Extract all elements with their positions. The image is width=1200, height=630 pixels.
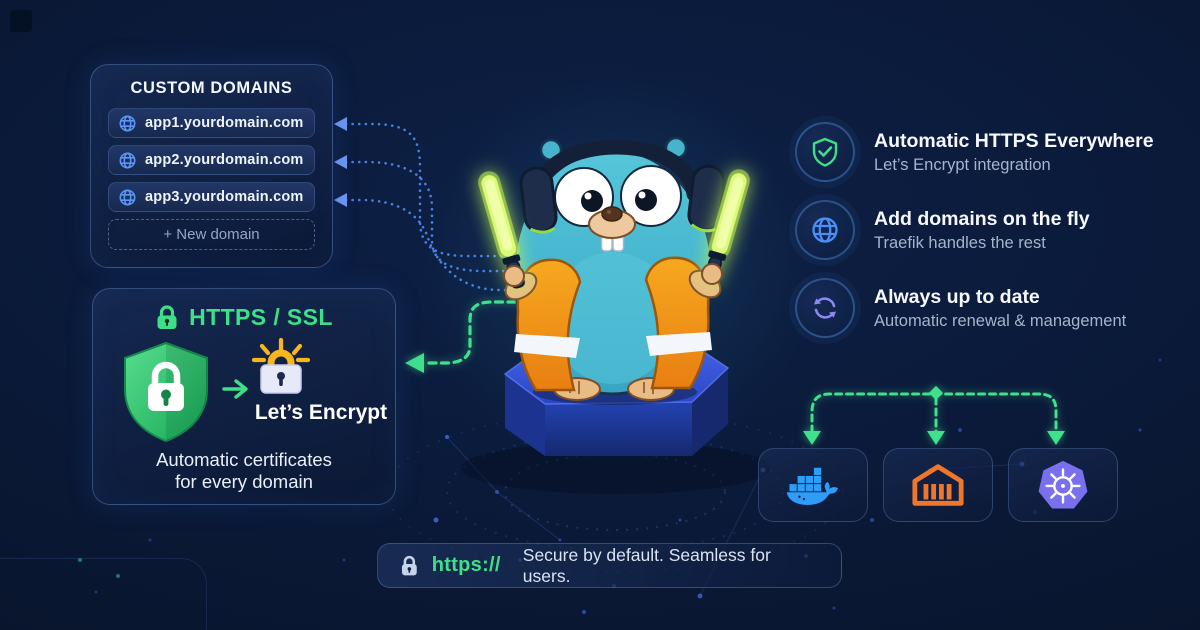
domain-row-app3[interactable]: app3.yourdomain.com (108, 182, 315, 212)
lock-icon (401, 555, 417, 576)
arrow-right-icon (222, 379, 248, 399)
https-status-bar: https:// Secure by default. Seamless for… (377, 543, 842, 588)
vest-reflective-stripe (514, 334, 580, 358)
lets-encrypt-label: Let’s Encrypt (254, 401, 388, 424)
kubernetes-card[interactable] (1008, 448, 1118, 522)
headphones (519, 139, 726, 234)
domain-label: app2.yourdomain.com (145, 152, 304, 168)
domain-label: app3.yourdomain.com (145, 189, 304, 205)
protocol-text: https:// (431, 554, 501, 576)
glow-stick-right (703, 169, 750, 285)
feature-title: Add domains on the fly (874, 207, 1090, 230)
shield-check-icon (795, 122, 855, 182)
safety-vest (514, 256, 712, 392)
gopher-hand (701, 263, 723, 285)
feature-subtitle: Let’s Encrypt integration (874, 155, 1051, 174)
gopher-muzzle (588, 206, 636, 252)
feature-title: Automatic HTTPS Everywhere (874, 129, 1154, 152)
shield-lock-icon (124, 341, 208, 443)
gopher-hand (503, 265, 525, 287)
custom-domains-panel: CUSTOM DOMAINS app1.yourdomain.com app2.… (90, 64, 333, 268)
domain-row-app2[interactable]: app2.yourdomain.com (108, 145, 315, 175)
ssl-caption: Automatic certificates for every domain (93, 449, 395, 493)
lets-encrypt-icon (251, 337, 311, 394)
docker-card[interactable] (758, 448, 868, 522)
background-frame-decoration (0, 558, 207, 630)
refresh-icon (795, 278, 855, 338)
feature-subtitle: Traefik handles the rest (874, 233, 1046, 252)
feature-list: Automatic HTTPS Everywhere Let’s Encrypt… (795, 122, 1154, 358)
corner-decoration (10, 10, 32, 32)
connector-blue-arrowheads (334, 117, 347, 207)
certificate-diagram: Let’s Encrypt (93, 335, 395, 449)
feature-item-renewal: Always up to date Automatic renewal & ma… (795, 278, 1154, 338)
feature-item-domains: Add domains on the fly Traefik handles t… (795, 200, 1154, 260)
lock-icon (157, 305, 177, 329)
domain-row-app1[interactable]: app1.yourdomain.com (108, 108, 315, 138)
globe-icon (119, 152, 136, 168)
platform-cards (758, 448, 1118, 522)
connector-green-platforms (803, 385, 1065, 445)
new-domain-button[interactable]: + New domain (108, 219, 315, 250)
docker-icon (786, 467, 838, 505)
kubernetes-icon (1038, 460, 1088, 509)
gopher-eyes (554, 165, 682, 227)
glow-stick-left (478, 171, 525, 289)
container-icon (912, 464, 964, 506)
feature-item-https: Automatic HTTPS Everywhere Let’s Encrypt… (795, 122, 1154, 182)
globe-icon (119, 115, 136, 131)
status-message: Secure by default. Seamless for users. (522, 544, 771, 586)
feature-subtitle: Automatic renewal & management (874, 311, 1127, 330)
ssl-caption-line2: for every domain (175, 471, 313, 492)
domain-label: app1.yourdomain.com (145, 115, 304, 131)
domains-panel-title: CUSTOM DOMAINS (130, 79, 293, 97)
gopher-mascot (478, 136, 750, 405)
globe-icon (119, 189, 136, 205)
vest-reflective-stripe (646, 332, 712, 356)
ssl-caption-line1: Automatic certificates (156, 449, 332, 470)
feature-title: Always up to date (874, 285, 1040, 308)
globe-icon (795, 200, 855, 260)
https-ssl-panel: HTTPS / SSL (92, 288, 396, 505)
ssl-panel-title: HTTPS / SSL (189, 304, 333, 330)
container-card[interactable] (883, 448, 993, 522)
